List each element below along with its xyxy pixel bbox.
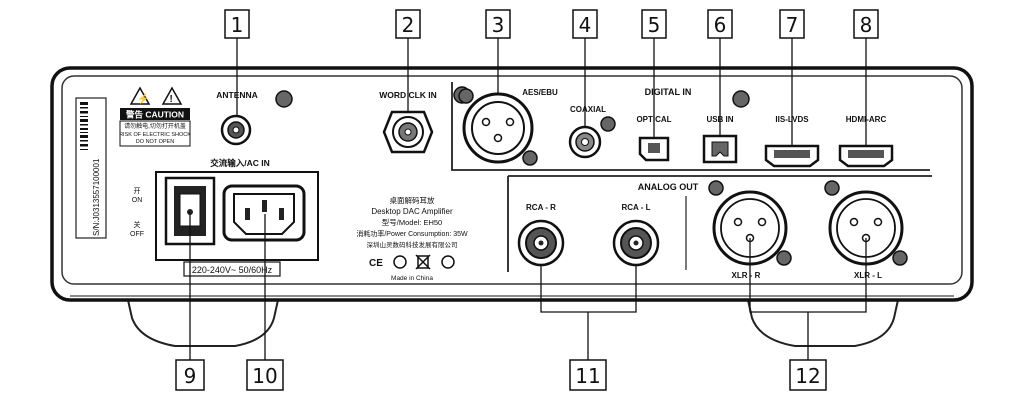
switch-on-label: ON	[132, 197, 143, 204]
coaxial-connector[interactable]	[568, 116, 616, 159]
svg-text:CE: CE	[369, 258, 383, 269]
callout-1: 1	[224, 9, 250, 39]
caution-en-1: RISK OF ELECTRIC SHOCK	[119, 132, 191, 138]
svg-text:8: 8	[860, 13, 873, 37]
optical-connector[interactable]	[638, 136, 670, 162]
antenna-connector[interactable]	[220, 114, 252, 146]
svg-text:!: !	[170, 94, 173, 105]
model-text: 型号/Model: EH50	[382, 218, 442, 227]
svg-text:12: 12	[795, 364, 820, 388]
svg-text:5: 5	[648, 13, 661, 37]
svg-text:3: 3	[492, 13, 505, 37]
callout-9: 9	[175, 359, 205, 391]
svg-text:4: 4	[579, 13, 592, 37]
aes-ebu-connector[interactable]	[458, 88, 538, 166]
rca-r-label: RCA - R	[526, 203, 556, 212]
leader-lines	[189, 38, 867, 360]
word-clk-bnc-connector[interactable]	[382, 110, 434, 154]
certification-icons: CE	[369, 254, 455, 270]
product-cn: 桌面解码耳放	[390, 195, 435, 205]
right-foot	[746, 299, 900, 347]
svg-text:⚡: ⚡	[137, 92, 149, 105]
callout-3: 3	[485, 9, 511, 39]
switch-on-cn: 开	[134, 187, 141, 195]
callout-5: 5	[641, 9, 667, 39]
callout-12: 12	[789, 359, 827, 391]
callout-6: 6	[707, 9, 733, 39]
caution-label: ⚡ ! 警告 CAUTION 请勿触电,切勿打开机盖 RISK OF ELECT…	[119, 86, 191, 147]
callout-11: 11	[569, 359, 607, 391]
analog-out-label: ANALOG OUT	[638, 182, 699, 192]
callout-2: 2	[395, 9, 421, 39]
hdmi-arc-connector[interactable]	[838, 144, 894, 168]
serial-barcode-label: S/N:J0313557100001	[75, 97, 107, 239]
made-in: Made in China	[391, 275, 433, 282]
svg-text:7: 7	[786, 13, 799, 37]
exclamation-warning-icon	[161, 86, 183, 105]
xlr-r-connector[interactable]	[708, 180, 792, 266]
product-en: Desktop DAC Amplifier	[371, 207, 453, 216]
svg-text:2: 2	[402, 13, 415, 37]
company-name: 深圳山灵数码科技发展有限公司	[367, 240, 458, 249]
caution-cn: 请勿触电,切勿打开机盖	[124, 122, 186, 130]
xlr-l-connector[interactable]	[824, 180, 908, 266]
digital-in-label: DIGITAL IN	[645, 87, 692, 97]
xlr-r-label: XLR - R	[732, 271, 761, 280]
digital-in-frame	[451, 82, 930, 171]
voltage-rating: 220-240V~ 50/60Hz	[192, 265, 273, 275]
rca-l-connector[interactable]	[612, 219, 660, 267]
power-consumption: 消耗功率/Power Consumption: 35W	[356, 229, 468, 238]
caution-title: 警告 CAUTION	[126, 110, 184, 120]
svg-text:1: 1	[231, 13, 244, 37]
xlr-l-label: XLR - L	[854, 271, 882, 280]
aes-ebu-label: AES/EBU	[522, 88, 558, 97]
callout-7: 7	[779, 9, 805, 39]
svg-text:6: 6	[714, 13, 727, 37]
iec-power-inlet[interactable]	[222, 184, 306, 242]
ac-in-label: 交流输入/AC IN	[210, 158, 270, 168]
left-foot	[126, 299, 280, 347]
callout-8: 8	[853, 9, 879, 39]
coaxial-label: COAXIAL	[570, 105, 606, 114]
callout-4: 4	[572, 9, 598, 39]
chassis-inner	[61, 75, 963, 285]
serial-number: S/N:J0313557100001	[92, 158, 101, 236]
rca-l-label: RCA - L	[621, 203, 650, 212]
svg-text:9: 9	[184, 364, 197, 388]
svg-text:11: 11	[575, 364, 600, 388]
lightning-warning-icon	[129, 86, 151, 105]
iis-lvds-connector[interactable]	[764, 144, 820, 168]
switch-off-cn: 关	[134, 220, 141, 229]
svg-text:10: 10	[252, 364, 277, 388]
caution-en-2: DO NOT OPEN	[136, 139, 174, 145]
switch-off-label: OFF	[130, 231, 144, 238]
rca-r-connector[interactable]	[517, 219, 565, 267]
usb-b-connector[interactable]	[702, 134, 738, 164]
analog-out-frame	[507, 175, 932, 272]
callout-10: 10	[246, 359, 284, 391]
